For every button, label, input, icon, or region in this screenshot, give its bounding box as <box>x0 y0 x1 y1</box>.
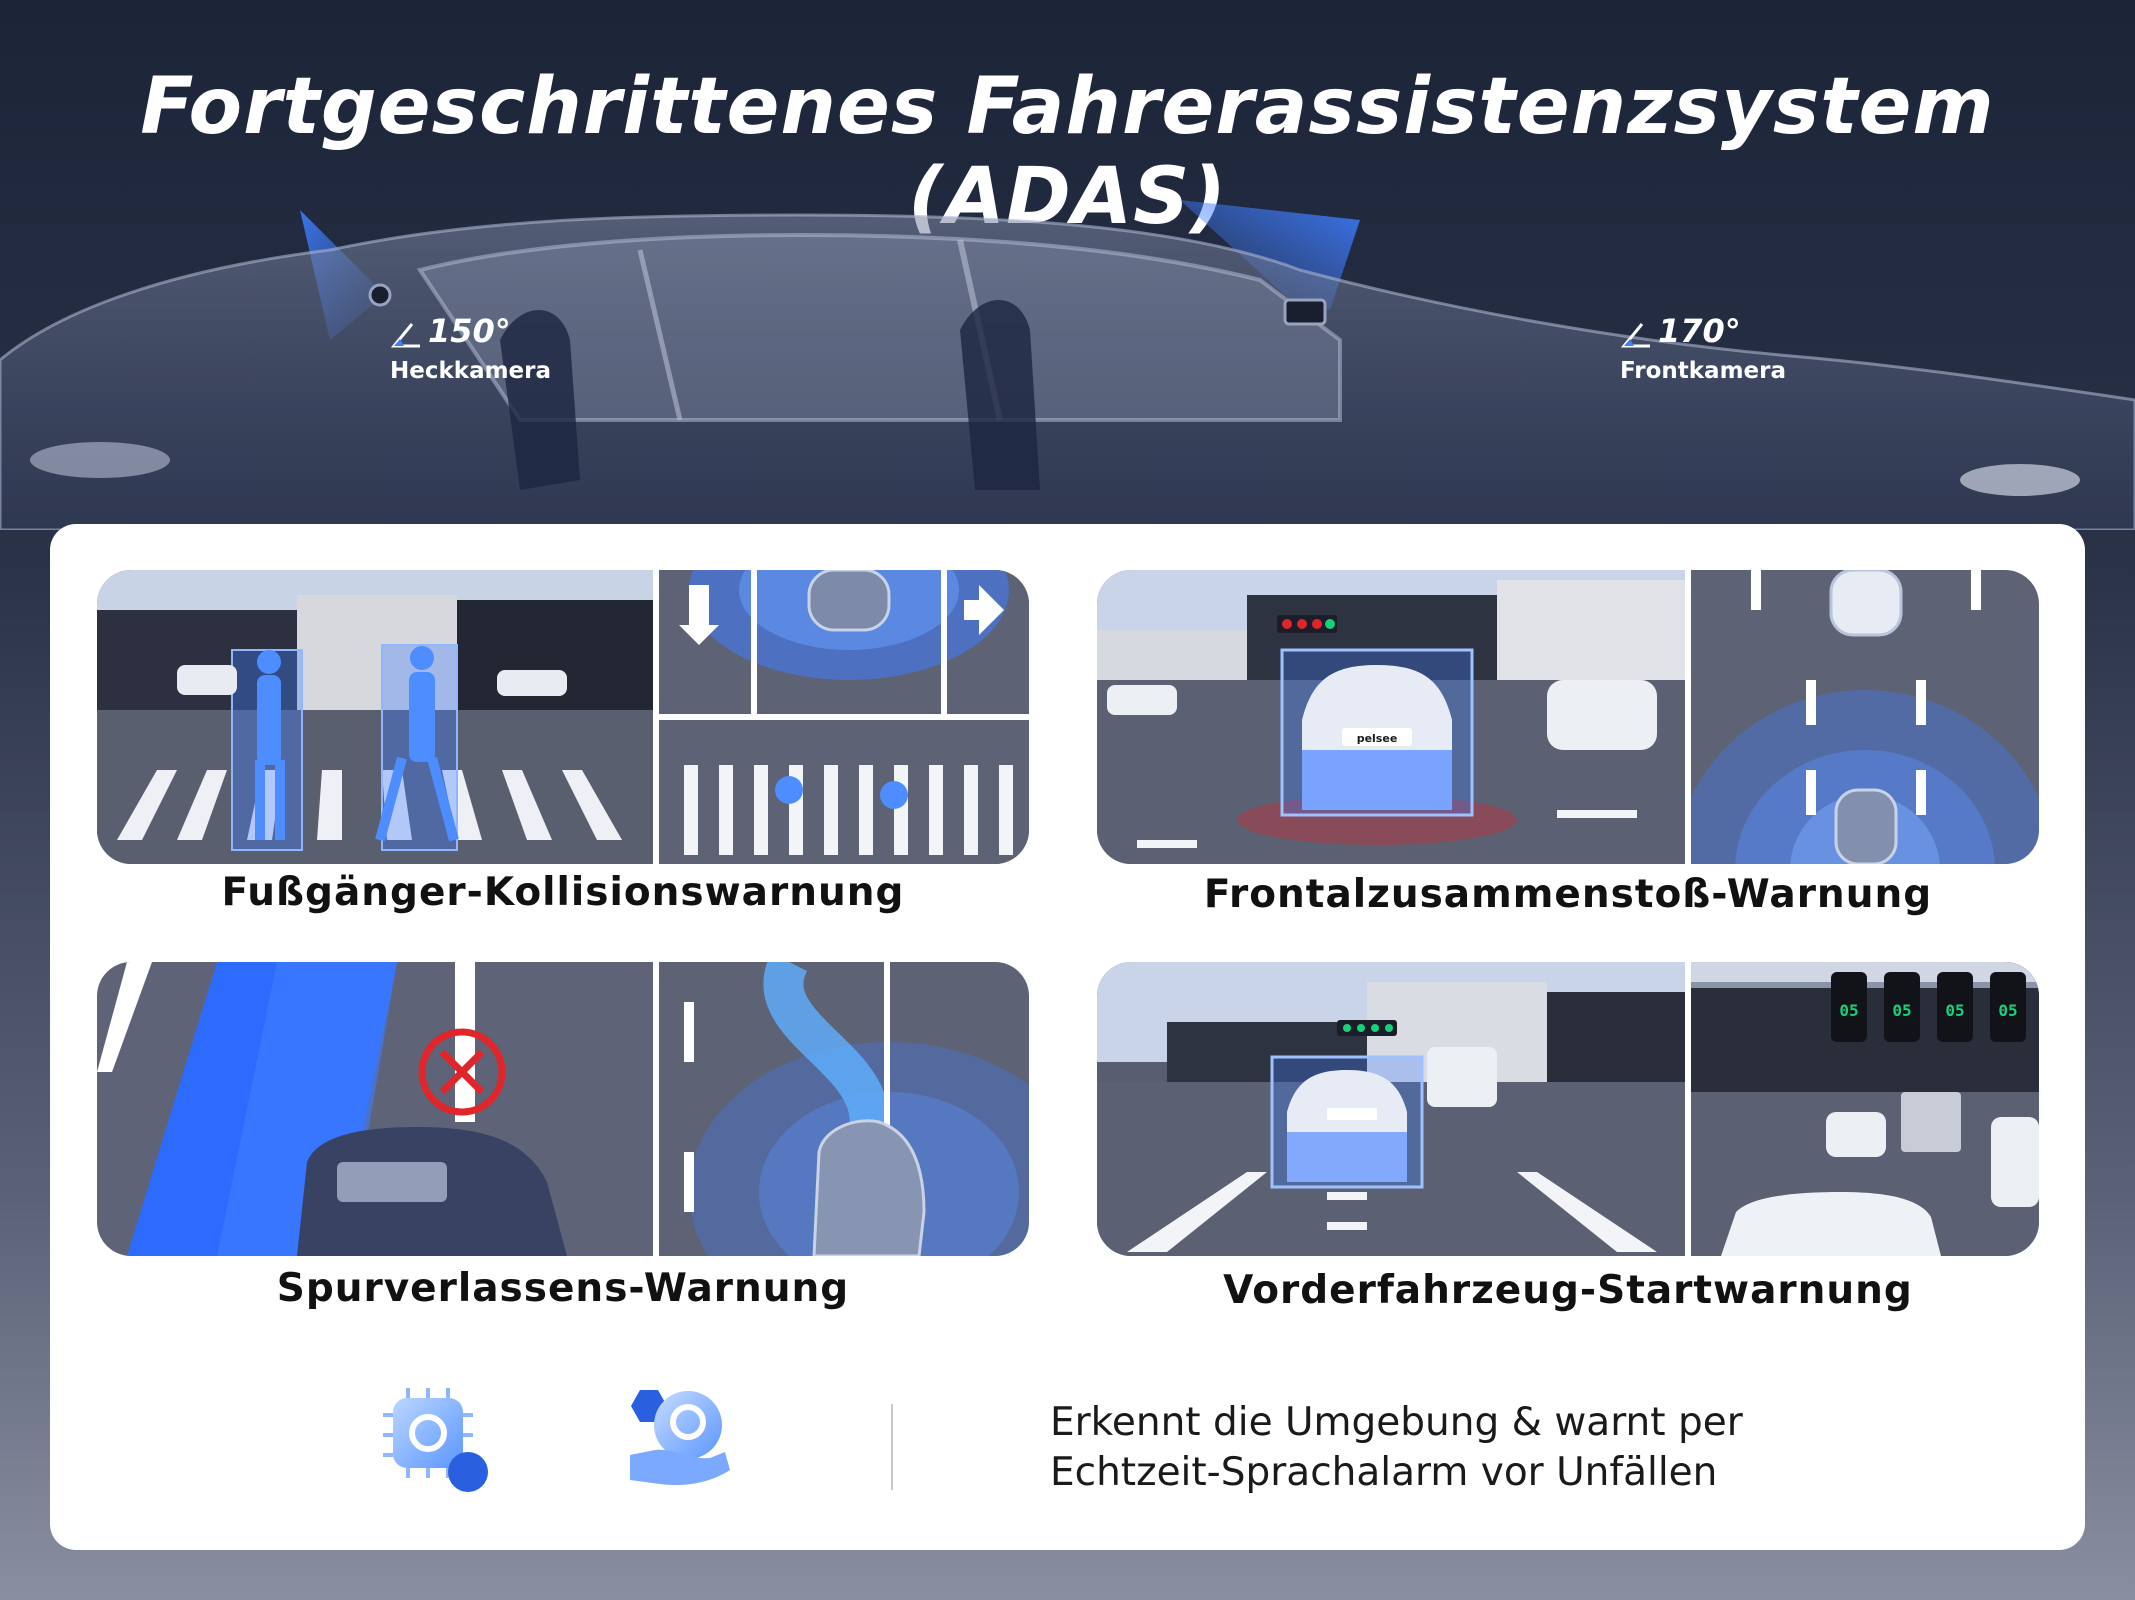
ai-chip-icon <box>378 1380 498 1500</box>
angle-icon <box>1620 323 1650 348</box>
signal-countdown-3: 05 <box>1945 1001 1964 1020</box>
forward-collision-topview-scene <box>1691 570 2039 864</box>
footer-line-1: Erkennt die Umgebung & warnt per <box>1050 1400 1743 1445</box>
front-camera-dot <box>1283 298 1327 326</box>
signal-countdown-2: 05 <box>1892 1001 1911 1020</box>
feature-caption-pedestrian: Fußgänger-Kollisionswarnung <box>221 870 905 915</box>
feature-caption-lane-departure: Spurverlassens-Warnung <box>276 1266 850 1311</box>
front-vehicle-signal-scene: 05 05 05 05 <box>1691 962 2039 1256</box>
rear-camera-label: 150° Heckkamera <box>390 312 551 384</box>
footer-description: Erkennt die Umgebung & warnt per Echtzei… <box>1050 1398 1950 1498</box>
lane-departure-topview-scene <box>659 962 1029 1256</box>
front-camera-label: 170° Frontkamera <box>1620 312 1786 384</box>
rear-camera-angle: 150° <box>428 312 511 350</box>
pedestrian-street-scene <box>97 570 653 864</box>
lane-departure-road-scene <box>97 962 653 1256</box>
angle-icon <box>390 323 420 348</box>
voice-alert-hand-icon <box>620 1380 740 1500</box>
front-camera-name: Frontkamera <box>1620 358 1786 384</box>
pedestrian-topview-scene <box>659 570 1029 864</box>
front-vehicle-street-scene <box>1097 962 1685 1256</box>
footer-line-2: Echtzeit-Sprachalarm vor Unfällen <box>1050 1450 1718 1495</box>
feature-caption-front-vehicle-start: Vorderfahrzeug-Startwarnung <box>1223 1268 1913 1313</box>
lane-departure-image <box>97 962 1029 1256</box>
rear-camera-dot <box>368 283 392 307</box>
pedestrian-warning-image <box>97 570 1029 864</box>
signal-countdown-1: 05 <box>1839 1001 1858 1020</box>
rear-camera-name: Heckkamera <box>390 358 552 384</box>
car-illustration <box>0 190 2135 530</box>
front-camera-angle: 170° <box>1658 312 1741 350</box>
license-plate-text: pelsee <box>1357 732 1398 745</box>
front-vehicle-start-image: 05 05 05 05 <box>1097 962 2039 1256</box>
feature-caption-forward-collision: Frontalzusammenstoß-Warnung <box>1203 872 1933 917</box>
page-title: Fortgeschrittenes Fahrerassistenzsystem … <box>140 62 1995 242</box>
forward-collision-image: pelsee <box>1097 570 2039 864</box>
signal-countdown-4: 05 <box>1998 1001 2017 1020</box>
footer-divider <box>891 1404 893 1490</box>
forward-collision-street-scene: pelsee <box>1097 570 1685 864</box>
